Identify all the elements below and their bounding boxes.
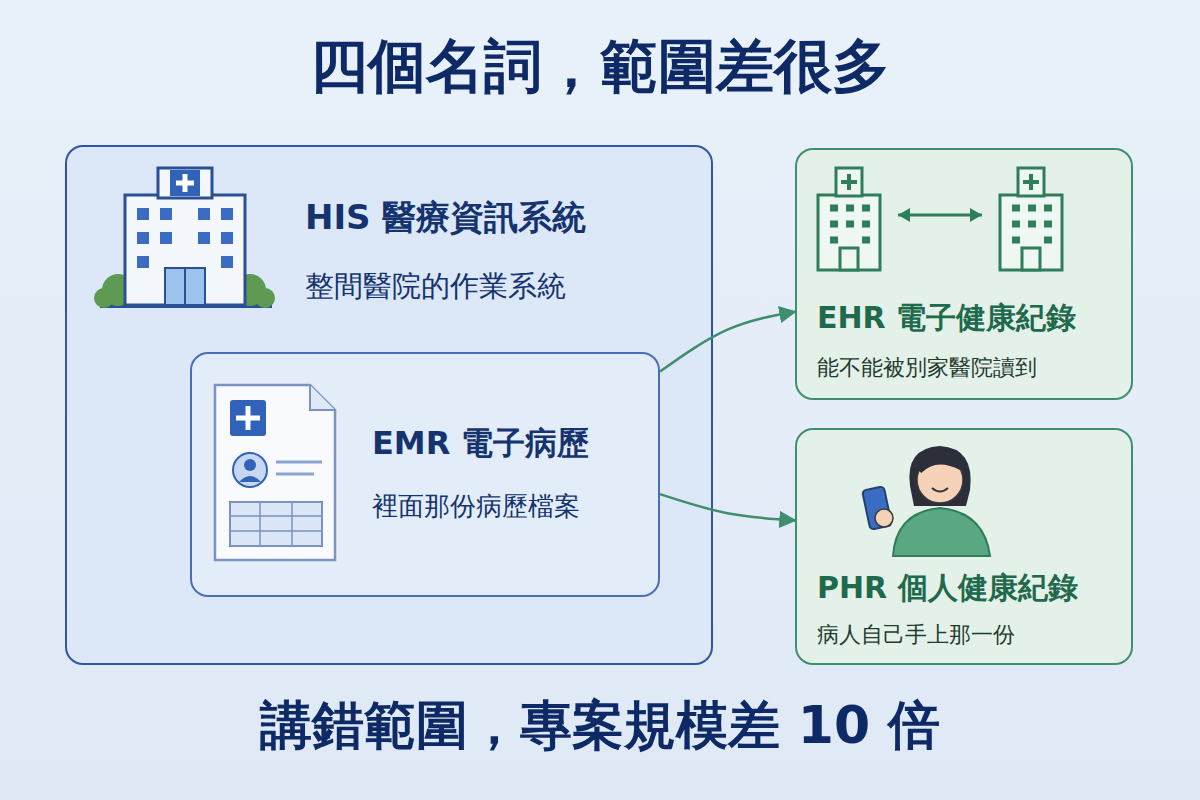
node-heading: EHR 電子健康紀錄 [817, 300, 1132, 336]
node-description: 病人自己手上那一份 [817, 622, 1132, 648]
node-description: 裡面那份病歷檔案 [372, 491, 652, 522]
node-heading: EMR 電子病歷 [372, 424, 652, 462]
system-box: HIS 醫療資訊系統整間醫院的作業系統 EMR 電子病歷裡面那份病歷檔案 [65, 145, 713, 665]
node-heading: PHR 個人健康紀錄 [817, 570, 1132, 606]
diagram-caption: 講錯範圍，專案規模差 10 倍 [0, 694, 1200, 756]
node-heading: HIS 醫療資訊系統 [305, 197, 695, 238]
diagram-title: 四個名詞，範圍差很多 [0, 32, 1200, 102]
exchange-box: EHR 電子健康紀錄能不能被別家醫院讀到 [795, 148, 1133, 400]
node-description: 整間醫院的作業系統 [305, 269, 695, 304]
node-description: 能不能被別家醫院讀到 [817, 355, 1132, 381]
personal-box: PHR 個人健康紀錄病人自己手上那一份 [795, 428, 1133, 665]
record-box: EMR 電子病歷裡面那份病歷檔案 [190, 352, 660, 597]
